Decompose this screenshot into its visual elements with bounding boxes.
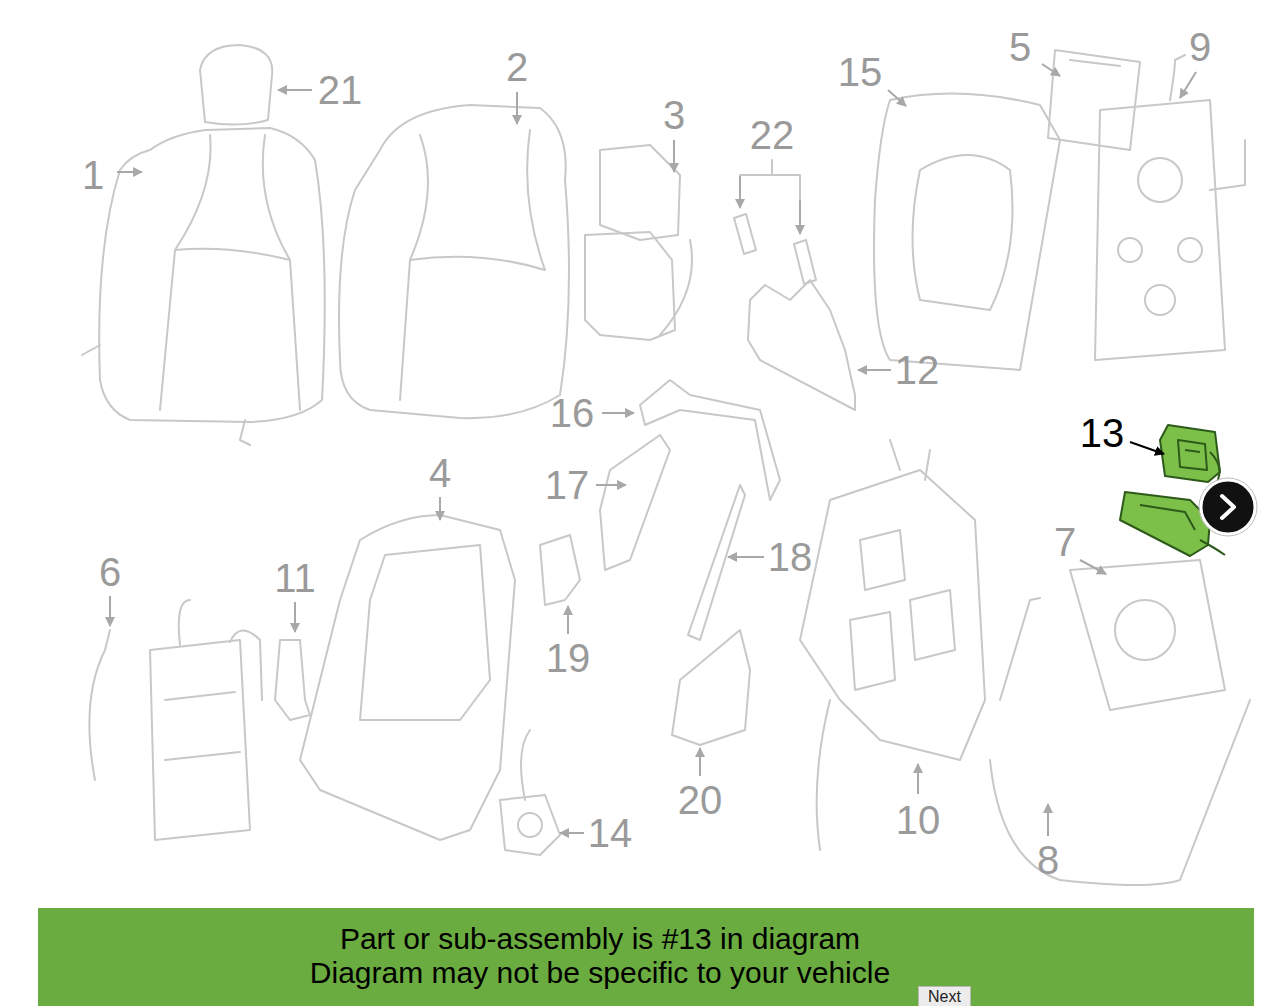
callout-number: 6 — [99, 550, 121, 594]
callout-number: 9 — [1189, 25, 1211, 69]
callout-number: 17 — [545, 463, 590, 507]
callout-number: 20 — [678, 778, 723, 822]
callout-number: 8 — [1037, 838, 1059, 882]
callout-number: 10 — [896, 798, 941, 842]
banner-text: Diagram may not be specific to your vehi… — [38, 956, 1162, 990]
callout-number: 22 — [750, 113, 795, 157]
callout-number: 14 — [588, 811, 633, 855]
callout-number: 11 — [274, 556, 316, 600]
callout-number: 21 — [318, 68, 363, 112]
callout-number: 15 — [838, 50, 883, 94]
callout-number: 7 — [1054, 520, 1076, 564]
callout-number: 2 — [506, 45, 528, 89]
callout-number: 1 — [82, 153, 104, 197]
callout-number: 16 — [550, 391, 595, 435]
callout-number: 18 — [768, 535, 813, 579]
callout-number: 13 — [1080, 411, 1125, 455]
tooltip-text: Next — [928, 988, 961, 1006]
callout-number: 12 — [895, 348, 940, 392]
callout-number: 5 — [1009, 25, 1031, 69]
tooltip-box: Next — [918, 986, 971, 1006]
banner-text: Part or sub-assembly is #13 in diagram — [38, 922, 1162, 956]
callout-number: 4 — [429, 451, 451, 495]
info-banner: Part or sub-assembly is #13 in diagramDi… — [38, 908, 1254, 1006]
callout-number: 19 — [546, 636, 591, 680]
callout-number: 3 — [663, 93, 685, 137]
